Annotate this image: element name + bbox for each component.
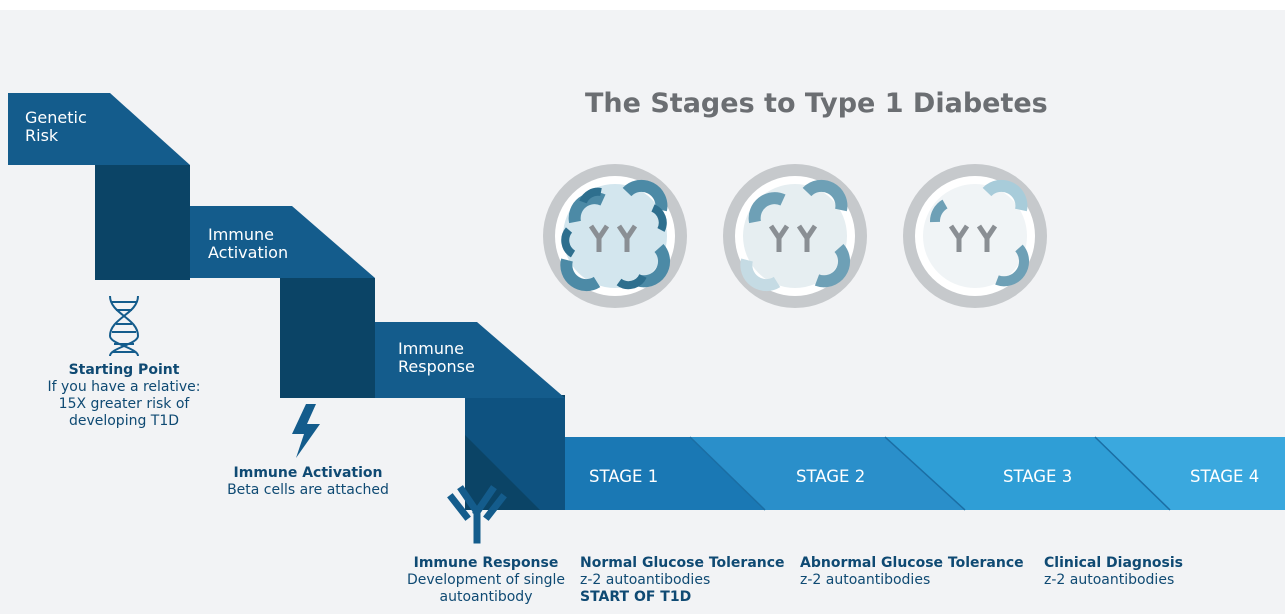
- note-line: autoantibody: [439, 589, 533, 605]
- stage-band-1: [565, 437, 765, 510]
- ribbon-label-line: Genetic: [25, 108, 87, 127]
- note-heading: Immune Response: [413, 555, 559, 571]
- stage-band-4: [1095, 437, 1285, 510]
- ribbon-label-line: Response: [398, 357, 475, 376]
- ribbon-fold-2: [280, 278, 375, 398]
- antibody-icon: [447, 485, 507, 544]
- dna-icon: [108, 295, 140, 357]
- stage-band-2: [690, 437, 965, 510]
- islet-cell-icon: [543, 164, 687, 308]
- note-line: Beta cells are attached: [227, 482, 389, 498]
- note-line: If you have a relative:: [47, 379, 201, 395]
- ribbon-fold-1: [95, 165, 190, 280]
- note-heading: Clinical Diagnosis: [1044, 555, 1183, 571]
- note-clinical-diagnosis: Clinical Diagnosis z-2 autoantibodies: [1044, 555, 1183, 589]
- islet-cell-icon: [903, 164, 1047, 308]
- ribbon-segment-immune-response: [375, 322, 565, 398]
- note-normal-glucose: Normal Glucose Tolerance z-2 autoantibod…: [580, 555, 785, 606]
- page-title: The Stages to Type 1 Diabetes: [585, 88, 1048, 119]
- ribbon-label-immune-activation: Immune Activation: [208, 226, 288, 262]
- note-start-of-t1d: START OF T1D: [580, 589, 692, 605]
- ribbon-label-line: Immune: [208, 225, 275, 244]
- stage-band-3: [885, 437, 1170, 510]
- stage-label-1: STAGE 1: [589, 467, 659, 486]
- note-heading: Normal Glucose Tolerance: [580, 555, 785, 571]
- note-heading: Starting Point: [68, 362, 180, 378]
- ribbon-label-line: Immune: [398, 339, 465, 358]
- note-heading: Immune Activation: [233, 465, 383, 481]
- note-heading: Abnormal Glucose Tolerance: [800, 555, 1024, 571]
- ribbon-label-immune-response: Immune Response: [398, 340, 475, 376]
- note-line: z-2 autoantibodies: [800, 572, 931, 588]
- ribbon-label-line: Activation: [208, 243, 289, 262]
- lightning-icon: [292, 404, 320, 458]
- note-line: z-2 autoantibodies: [580, 572, 711, 588]
- note-immune-activation: Immune Activation Beta cells are attache…: [208, 465, 408, 499]
- diagram-canvas: [0, 10, 1285, 614]
- note-line: z-2 autoantibodies: [1044, 572, 1175, 588]
- ribbon-drop-to-stage: [465, 398, 565, 510]
- stage-label-3: STAGE 3: [1003, 467, 1073, 486]
- stage-label-4: STAGE 4: [1190, 467, 1260, 486]
- note-starting-point: Starting Point If you have a relative: 1…: [34, 362, 214, 430]
- ribbon-segment-immune-activation: [190, 206, 375, 278]
- ribbon-label-genetic-risk: Genetic Risk: [25, 109, 87, 145]
- islet-cell-icon: [723, 164, 867, 308]
- ribbon-label-line: Risk: [25, 126, 59, 145]
- note-line: Development of single: [406, 572, 566, 588]
- stage-label-2: STAGE 2: [796, 467, 866, 486]
- note-line: developing T1D: [68, 413, 180, 429]
- note-immune-response: Immune Response Development of single au…: [392, 555, 580, 606]
- ribbon-segment-genetic-risk: [8, 93, 190, 165]
- note-line: 15X greater risk of: [58, 396, 190, 412]
- note-abnormal-glucose: Abnormal Glucose Tolerance z-2 autoantib…: [800, 555, 1024, 589]
